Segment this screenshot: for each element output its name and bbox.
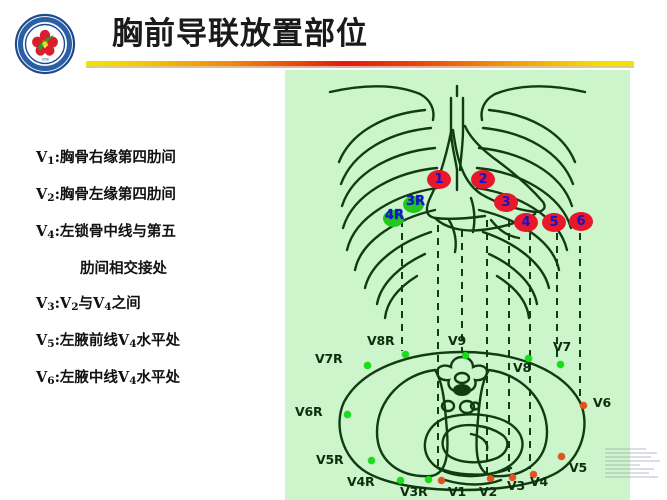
lead-marker-4r-dot[interactable] <box>383 210 404 227</box>
point-v6[interactable] <box>580 402 587 409</box>
label-v4r: V4R <box>347 474 375 489</box>
lead-marker-4[interactable]: 4 <box>514 213 538 232</box>
list-item: V4:左锁骨中线与第五 <box>36 214 264 251</box>
label-v7r: V7R <box>315 351 343 366</box>
lead-marker-5-label: 5 <box>549 215 559 230</box>
point-v6r[interactable] <box>344 411 351 418</box>
title-underline-shadow <box>86 66 634 68</box>
thorax-diagram <box>328 84 587 492</box>
point-v8[interactable] <box>525 355 532 362</box>
lead-marker-3r-dot[interactable] <box>403 196 424 213</box>
point-v4[interactable] <box>530 471 537 478</box>
note-text-1: V2:胸骨左缘第四肋间 <box>36 186 176 204</box>
label-v6: V6 <box>593 395 611 410</box>
point-v1[interactable] <box>438 477 445 484</box>
lead-description-list: V1:胸骨右缘第四肋间 V2:胸骨左缘第四肋间 V4:左锁骨中线与第五 肋间相交… <box>36 140 264 397</box>
label-v1: V1 <box>448 484 466 499</box>
list-item: V6:左腋中线V4水平处 <box>36 360 264 397</box>
lead-marker-2-label: 2 <box>478 172 488 187</box>
lead-marker-3[interactable]: 3 <box>494 193 518 212</box>
list-item: V3:V2与V4之间 <box>36 286 264 323</box>
list-item: V5:左腋前线V4水平处 <box>36 323 264 360</box>
note-text-6: V6:左腋中线V4水平处 <box>36 369 180 387</box>
scan-watermark <box>605 446 663 498</box>
point-v3[interactable] <box>509 474 516 481</box>
note-text-4: V3:V2与V4之间 <box>36 295 141 313</box>
label-v4: V4 <box>530 474 548 489</box>
lead-marker-6[interactable]: 6 <box>569 212 593 231</box>
page-title: 胸前导联放置部位 <box>112 16 368 52</box>
label-v2: V2 <box>479 484 497 499</box>
point-v9[interactable] <box>462 352 469 359</box>
lead-marker-4-label: 4 <box>521 215 531 230</box>
list-item: V1:胸骨右缘第四肋间 <box>36 140 264 177</box>
list-item: V2:胸骨左缘第四肋间 <box>36 177 264 214</box>
list-item: 肋间相交接处 <box>36 251 264 286</box>
lead-marker-6-label: 6 <box>576 214 586 229</box>
lead-marker-1[interactable]: 1 <box>427 170 451 189</box>
lead-marker-3-label: 3 <box>501 195 511 210</box>
point-v7r[interactable] <box>364 362 371 369</box>
note-text-0: V1:胸骨右缘第四肋间 <box>36 149 176 167</box>
lead-marker-3r-label: 3R <box>406 194 426 209</box>
label-v9: V9 <box>448 333 466 348</box>
lead-marker-5[interactable]: 5 <box>542 213 566 232</box>
label-v3r: V3R <box>400 484 428 499</box>
point-v3r[interactable] <box>425 476 432 483</box>
point-v8r[interactable] <box>402 351 409 358</box>
title-underline-bar <box>86 61 634 66</box>
label-v8r: V8R <box>367 333 395 348</box>
point-v5[interactable] <box>558 453 565 460</box>
label-v7: V7 <box>553 339 571 354</box>
note-text-2: V4:左锁骨中线与第五 <box>36 223 176 241</box>
svg-text:1958: 1958 <box>41 58 49 62</box>
lead-marker-4r-label: 4R <box>385 208 405 223</box>
point-v4r[interactable] <box>397 477 404 484</box>
label-v6r: V6R <box>295 404 323 419</box>
point-v2[interactable] <box>487 475 494 482</box>
label-v3: V3 <box>507 478 525 493</box>
note-text-5: V5:左腋前线V4水平处 <box>36 332 180 350</box>
lead-marker-2[interactable]: 2 <box>471 170 495 189</box>
note-text-3: 肋间相交接处 <box>80 260 167 277</box>
point-v7[interactable] <box>557 361 564 368</box>
lead-marker-1-label: 1 <box>434 172 444 187</box>
label-v8: V8 <box>513 360 531 375</box>
anatomy-figure-panel: 1 2 3 4 5 6 3R 4R <box>285 70 630 500</box>
label-v5r: V5R <box>316 452 344 467</box>
label-v5: V5 <box>569 460 587 475</box>
institution-emblem-icon: 1958 <box>14 13 76 75</box>
point-v5r[interactable] <box>368 457 375 464</box>
